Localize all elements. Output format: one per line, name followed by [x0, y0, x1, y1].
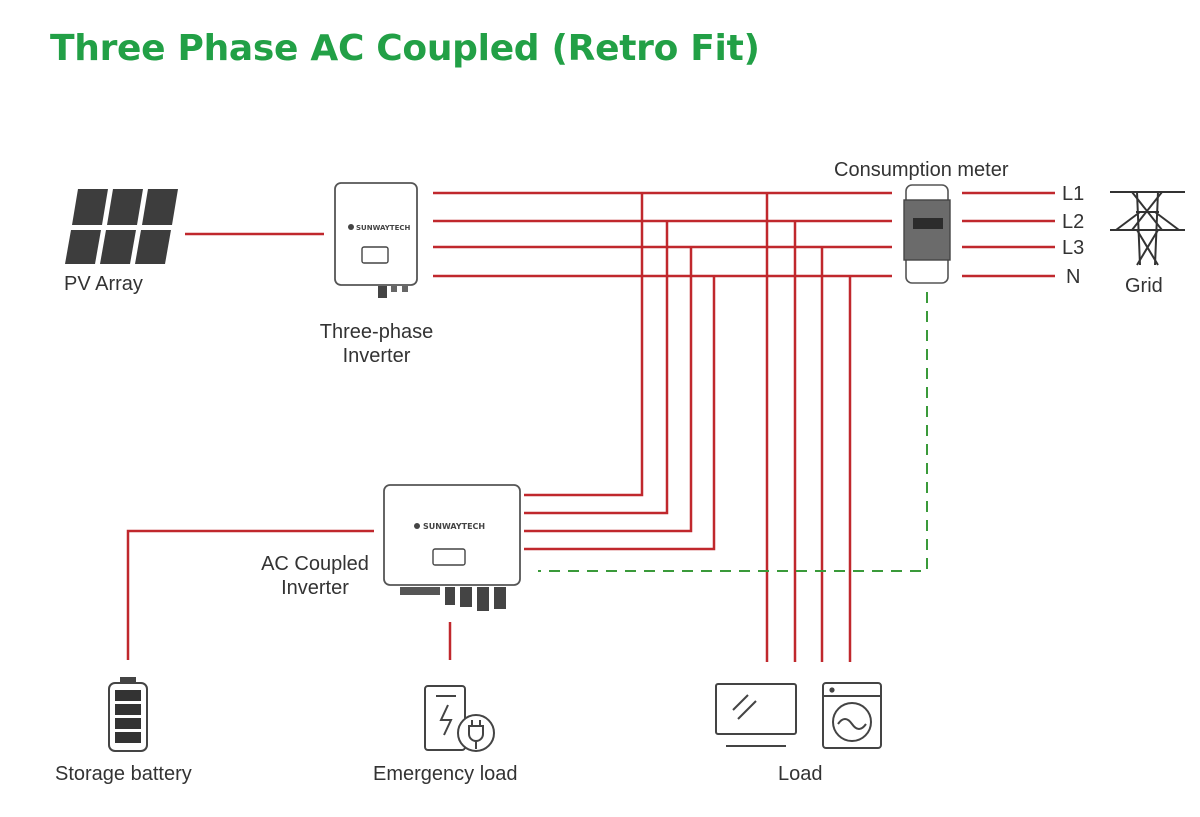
ac-coupled-inverter-label-1: AC Coupled	[261, 553, 369, 575]
solar-panel-icon	[65, 189, 178, 264]
consumption-meter-label: Consumption meter	[834, 159, 1009, 181]
ac-coupled-inverter-label-2: Inverter	[281, 577, 349, 599]
ac-bus-lines	[126, 191, 1055, 662]
washing-machine-icon	[822, 682, 882, 749]
tv-icon	[715, 683, 797, 747]
phase-label-n: N	[1066, 266, 1081, 288]
phase-label-l3: L3	[1062, 237, 1085, 259]
load-label: Load	[778, 763, 823, 785]
phase-label-l2: L2	[1062, 211, 1085, 233]
ac-coupled-inverter-icon: SUNWAYTECH	[383, 484, 521, 611]
page-title: Three Phase AC Coupled (Retro Fit)	[50, 28, 760, 69]
brand-text: SUNWAYTECH	[423, 522, 485, 531]
brand-text: SUNWAYTECH	[356, 224, 411, 232]
emergency-load-label: Emergency load	[373, 763, 518, 785]
storage-battery-label: Storage battery	[55, 763, 192, 785]
battery-icon	[108, 677, 148, 752]
meter-icon	[903, 184, 951, 284]
grid-label: Grid	[1125, 275, 1163, 297]
pv-array-label: PV Array	[64, 273, 143, 295]
emergency-load-icon	[424, 685, 495, 752]
inverter-icon: SUNWAYTECH	[334, 182, 418, 298]
three-phase-inverter-label-2: Inverter	[342, 345, 411, 367]
pylon-icon	[1110, 191, 1185, 266]
three-phase-inverter-label-1: Three-phase	[319, 321, 434, 343]
comm-line	[538, 292, 928, 572]
phase-label-l1: L1	[1062, 183, 1085, 205]
